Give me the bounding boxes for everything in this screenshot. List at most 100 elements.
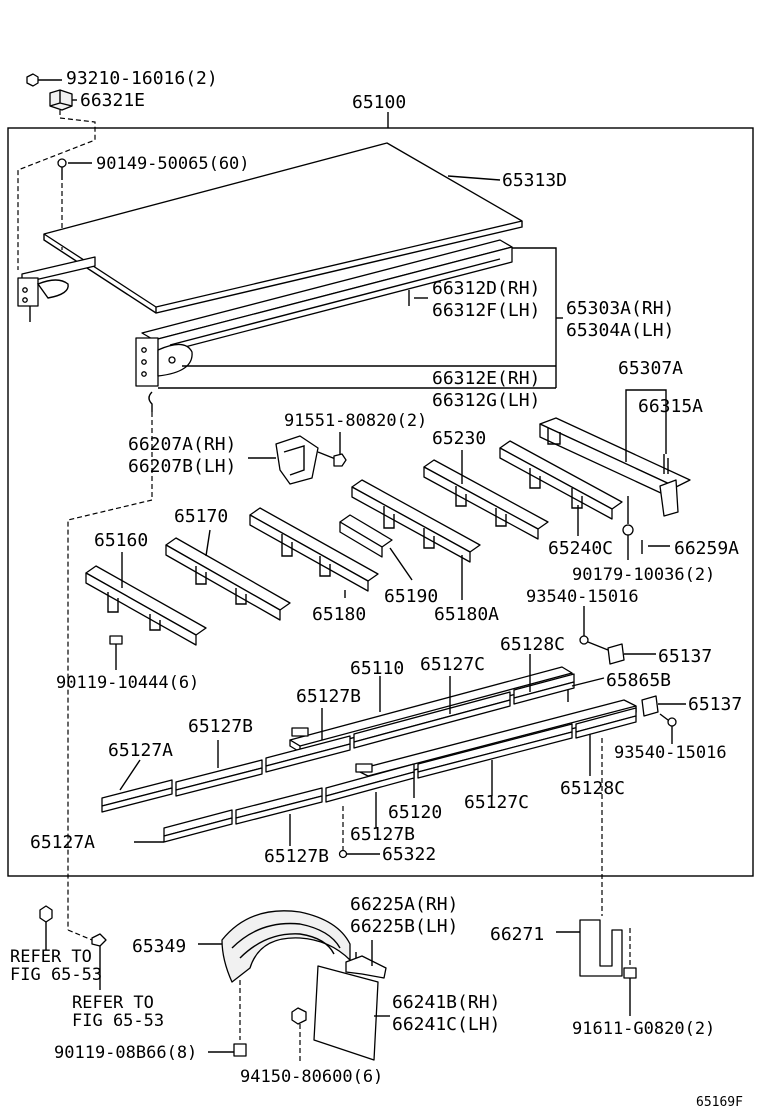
crossmember-65190 [339,514,413,581]
label-66271: 66271 [490,924,544,945]
label-65180A: 65180A [434,604,499,625]
bracket-66207A [248,435,319,485]
pin-66259A [641,540,670,554]
label-65190: 65190 [384,586,438,607]
label-90149: 90149-50065(60) [96,154,250,174]
bracket-65137b [641,695,686,717]
label-65240C: 65240C [548,538,613,559]
bracket-66271 [556,919,623,977]
label-65160: 65160 [94,530,148,551]
label-65127A-b: 65127A [30,832,95,853]
pin-65865B [567,677,605,702]
bracket-65137a [607,643,656,665]
label-66207A: 66207A(RH) [128,434,236,455]
label-65313D: 65313D [502,170,567,191]
label-65865B: 65865B [606,670,671,691]
hook-66312E [148,365,556,412]
label-65180: 65180 [312,604,366,625]
screw-65322 [338,849,380,859]
side-rail-65303A [135,239,513,387]
cushion-66321E [49,89,77,111]
label-66312E: 66312E(RH) [432,368,540,389]
label-90119a: 90119-10444(6) [56,673,199,693]
nut-refer1 [39,905,53,950]
label-65100: 65100 [352,92,406,113]
rear-sill-65307A [539,389,691,517]
label-65303A: 65303A(RH) [566,298,674,319]
label-65230: 65230 [432,428,486,449]
bolt-93210 [26,73,62,87]
label-66241B: 66241B(RH) [392,992,500,1013]
crossmember-65170 [165,529,291,621]
label-66259A: 66259A [674,538,739,559]
label-66312G: 66312G(LH) [432,390,540,411]
assembly-frame [7,127,754,877]
label-65120: 65120 [388,802,442,823]
floor-board-65313D [43,142,523,314]
label-66321E: 66321E [80,90,145,111]
label-66225A: 66225A(RH) [350,894,458,915]
label-65170: 65170 [174,506,228,527]
label-93540a: 93540-15016 [526,587,639,607]
label-91551: 91551-80820(2) [284,411,427,431]
crossmember-65240C [499,440,623,536]
screw-93540a [579,606,609,651]
crossmember-65180A [351,479,481,600]
label-65349: 65349 [132,936,186,957]
label-65127C-b: 65127C [464,792,529,813]
bracket-65303A [512,247,557,388]
label-65128C-b: 65128C [560,778,625,799]
crossmember-65180 [249,507,379,598]
figure-code: 65169F [696,1095,743,1110]
strip-row-lower [134,707,637,846]
label-91611: 91611-G0820(2) [572,1019,715,1039]
screw-90179 [622,524,634,560]
label-66312F: 66312F(LH) [432,300,540,321]
dashed-link-left [67,412,153,930]
label-94150: 94150-80600(6) [240,1067,383,1087]
dashed-link-top [17,110,96,270]
label-65322: 65322 [382,844,436,865]
label-65304A: 65304A(LH) [566,320,674,341]
label-65307A: 65307A [618,358,683,379]
label-65127B-c: 65127B [350,824,415,845]
label-65137-a: 65137 [658,646,712,667]
label-90119b: 90119-08B66(8) [54,1043,197,1063]
mudguard-65349 [198,910,351,983]
crossmember-65160 [85,552,207,646]
side-rail-rear [17,256,96,322]
label-refer2-line2: FIG 65-53 [72,1011,164,1031]
bolt-91551 [317,432,347,467]
nut-94150 [291,1007,307,1062]
label-93540b: 93540-15016 [614,743,727,763]
label-66241C: 66241C(LH) [392,1014,500,1035]
bolt-refer2 [67,929,107,990]
label-65127B-b: 65127B [188,716,253,737]
strip-row-upper [101,654,575,813]
label-66312D: 66312D(RH) [432,278,540,299]
bolt-90119b [208,1043,247,1057]
screw-90149 [57,158,92,180]
label-66225B: 66225B(LH) [350,916,458,937]
bracket-66225A [345,940,387,979]
screw-93540b [659,713,677,744]
mudflap-66241B [313,965,390,1061]
crossmember-65230 [423,450,549,540]
label-90179: 90179-10036(2) [572,565,715,585]
label-65137-b: 65137 [688,694,742,715]
bolt-91611 [623,967,637,1016]
label-65127A-a: 65127A [108,740,173,761]
label-66315A: 66315A [638,396,703,417]
label-65128C-a: 65128C [500,634,565,655]
label-65127B-a: 65127B [296,686,361,707]
pin-66312D [408,290,428,306]
bolt-90119a [109,635,123,670]
label-refer1-line1: REFER TO [10,947,92,967]
label-refer2-line1: REFER TO [72,993,154,1013]
label-65110: 65110 [350,658,404,679]
label-66207B: 66207B(LH) [128,456,236,477]
label-65127B-d: 65127B [264,846,329,867]
label-refer1-line2: FIG 65-53 [10,965,102,985]
label-65127C-a: 65127C [420,654,485,675]
